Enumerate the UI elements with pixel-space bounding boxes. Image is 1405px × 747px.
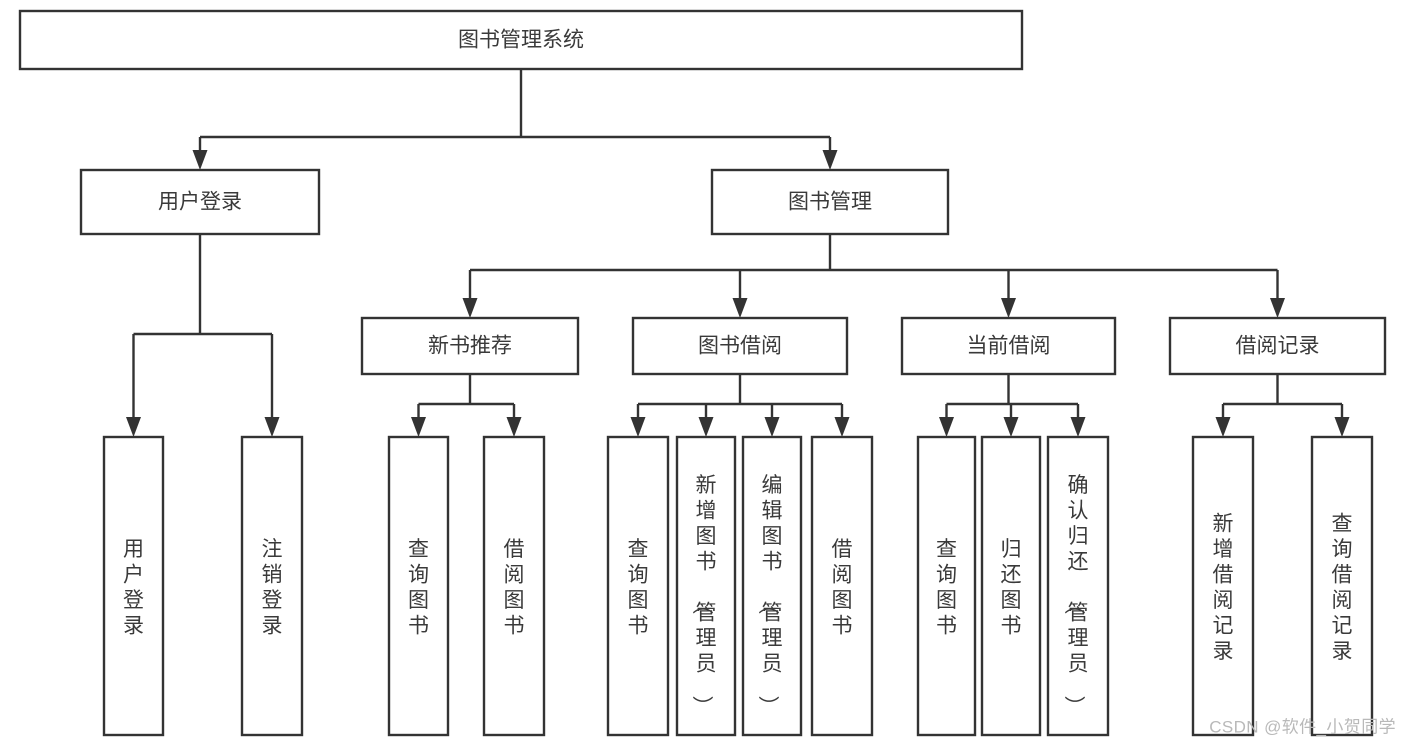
node-leaf_bb_add[interactable]: 新增图书（管理员） xyxy=(675,435,737,737)
node-box-leaf_rec_query[interactable] xyxy=(387,435,450,737)
node-box-book_borrow[interactable] xyxy=(631,316,849,376)
node-leaf_user_login[interactable]: 用户登录 xyxy=(102,435,165,737)
node-box-current_borrow[interactable] xyxy=(900,316,1117,376)
arrow-head-leaf_bb_edit xyxy=(764,417,780,437)
node-label-root: 图书管理系统 xyxy=(458,29,584,52)
node-box-leaf_cb_return[interactable] xyxy=(980,435,1042,737)
node-label-leaf_bb_query: 查询图书 xyxy=(628,537,649,637)
node-label-leaf_cb_query: 查询图书 xyxy=(936,537,957,637)
node-label-leaf_cb_return: 归还图书 xyxy=(1001,537,1022,637)
node-box-leaf_br_query[interactable] xyxy=(1310,435,1374,737)
edge-group-current_borrow xyxy=(939,374,1086,437)
node-current_borrow[interactable]: 当前借阅 xyxy=(900,316,1117,376)
edge-group-user_login xyxy=(126,234,280,437)
node-label-leaf_br_query: 查询借阅记录 xyxy=(1332,512,1353,663)
arrow-head-leaf_logout xyxy=(264,417,280,437)
node-label-book_manage: 图书管理 xyxy=(788,191,872,214)
arrow-head-leaf_rec_borrow xyxy=(506,417,522,437)
arrow-head-leaf_cb_return xyxy=(1003,417,1019,437)
node-box-leaf_br_add[interactable] xyxy=(1191,435,1255,737)
edge-group-book_borrow xyxy=(630,374,850,437)
arrow-head-leaf_br_query xyxy=(1334,417,1350,437)
node-leaf_bb_borrow[interactable]: 借阅图书 xyxy=(810,435,874,737)
edges-layer xyxy=(126,69,1350,437)
node-label-leaf_cb_confirm: 确认归还（管理员） xyxy=(1063,474,1089,717)
arrow-head-leaf_cb_confirm xyxy=(1070,417,1086,437)
node-leaf_bb_edit[interactable]: 编辑图书（管理员） xyxy=(741,435,803,737)
node-label-user_login: 用户登录 xyxy=(158,191,242,214)
node-leaf_cb_query[interactable]: 查询图书 xyxy=(916,435,977,737)
node-root[interactable]: 图书管理系统 xyxy=(18,9,1024,71)
node-label-leaf_bb_edit: 编辑图书（管理员） xyxy=(757,474,783,717)
node-box-leaf_cb_confirm[interactable] xyxy=(1046,435,1110,737)
nodes-layer: 图书管理系统用户登录图书管理新书推荐图书借阅当前借阅借阅记录用户登录注销登录查询… xyxy=(18,9,1387,737)
node-borrow_record[interactable]: 借阅记录 xyxy=(1168,316,1387,376)
node-box-new_book_rec[interactable] xyxy=(360,316,580,376)
edge-group-root xyxy=(192,69,838,170)
arrow-head-leaf_bb_add xyxy=(698,417,714,437)
node-label-leaf_br_add: 新增借阅记录 xyxy=(1213,512,1234,663)
arrow-head-current_borrow xyxy=(1001,298,1016,318)
node-box-leaf_cb_query[interactable] xyxy=(916,435,977,737)
arrow-head-leaf_user_login xyxy=(126,417,141,437)
node-box-leaf_user_login[interactable] xyxy=(102,435,165,737)
node-label-borrow_record: 借阅记录 xyxy=(1236,335,1320,358)
node-label-leaf_rec_borrow: 借阅图书 xyxy=(504,537,525,637)
node-box-leaf_rec_borrow[interactable] xyxy=(482,435,546,737)
node-leaf_rec_query[interactable]: 查询图书 xyxy=(387,435,450,737)
node-book_manage[interactable]: 图书管理 xyxy=(710,168,950,236)
arrow-head-user_login xyxy=(192,150,208,170)
node-label-leaf_rec_query: 查询图书 xyxy=(408,537,429,637)
node-label-book_borrow: 图书借阅 xyxy=(698,335,782,358)
node-label-leaf_bb_add: 新增图书（管理员） xyxy=(691,474,717,717)
arrow-head-leaf_cb_query xyxy=(939,417,954,437)
node-box-borrow_record[interactable] xyxy=(1168,316,1387,376)
arrow-head-leaf_rec_query xyxy=(411,417,426,437)
node-box-leaf_bb_query[interactable] xyxy=(606,435,670,737)
edge-group-book_manage xyxy=(462,234,1285,318)
node-leaf_br_add[interactable]: 新增借阅记录 xyxy=(1191,435,1255,737)
node-book_borrow[interactable]: 图书借阅 xyxy=(631,316,849,376)
node-user_login[interactable]: 用户登录 xyxy=(79,168,321,236)
arrow-head-leaf_br_add xyxy=(1215,417,1231,437)
edge-group-borrow_record xyxy=(1215,374,1350,437)
node-box-leaf_logout[interactable] xyxy=(240,435,304,737)
node-new_book_rec[interactable]: 新书推荐 xyxy=(360,316,580,376)
node-label-new_book_rec: 新书推荐 xyxy=(428,335,512,358)
node-leaf_rec_borrow[interactable]: 借阅图书 xyxy=(482,435,546,737)
node-leaf_cb_confirm[interactable]: 确认归还（管理员） xyxy=(1046,435,1110,737)
node-label-leaf_user_login: 用户登录 xyxy=(123,537,144,637)
node-leaf_cb_return[interactable]: 归还图书 xyxy=(980,435,1042,737)
node-leaf_logout[interactable]: 注销登录 xyxy=(240,435,304,737)
node-box-leaf_bb_edit[interactable] xyxy=(741,435,803,737)
arrow-head-leaf_bb_query xyxy=(630,417,646,437)
edge-group-new_book_rec xyxy=(411,374,522,437)
arrow-head-borrow_record xyxy=(1270,298,1285,318)
node-label-current_borrow: 当前借阅 xyxy=(967,335,1051,358)
node-box-book_manage[interactable] xyxy=(710,168,950,236)
node-leaf_bb_query[interactable]: 查询图书 xyxy=(606,435,670,737)
arrow-head-new_book_rec xyxy=(462,298,478,318)
node-label-leaf_bb_borrow: 借阅图书 xyxy=(832,537,853,637)
node-box-leaf_bb_add[interactable] xyxy=(675,435,737,737)
arrow-head-book_borrow xyxy=(732,298,748,318)
node-box-leaf_bb_borrow[interactable] xyxy=(810,435,874,737)
node-box-root[interactable] xyxy=(18,9,1024,71)
arrow-head-book_manage xyxy=(822,150,838,170)
node-label-leaf_logout: 注销登录 xyxy=(262,537,283,637)
arrow-head-leaf_bb_borrow xyxy=(834,417,850,437)
node-box-user_login[interactable] xyxy=(79,168,321,236)
node-leaf_br_query[interactable]: 查询借阅记录 xyxy=(1310,435,1374,737)
csdn-watermark: CSDN @软件_小贺同学 xyxy=(1209,717,1396,736)
